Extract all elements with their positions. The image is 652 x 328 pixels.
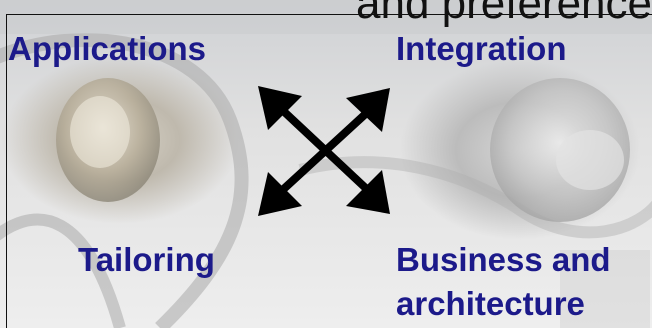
label-architecture: architecture: [396, 285, 585, 322]
arrowhead-bottom-left: [258, 172, 302, 216]
diagram-frame: [6, 14, 652, 328]
label-tailoring: Tailoring: [78, 241, 215, 278]
arrow-diagonal-up: [273, 105, 375, 199]
arrowhead-bottom-right: [346, 170, 390, 214]
arrowhead-top-left: [258, 86, 302, 130]
label-business-and: Business and: [396, 241, 611, 278]
crossed-arrows-icon: [258, 86, 390, 216]
arrowhead-top-right: [346, 88, 390, 132]
label-integration: Integration: [396, 30, 567, 67]
slide-heading-fragment: and preferences: [356, 0, 652, 28]
label-applications: Applications: [8, 30, 207, 67]
